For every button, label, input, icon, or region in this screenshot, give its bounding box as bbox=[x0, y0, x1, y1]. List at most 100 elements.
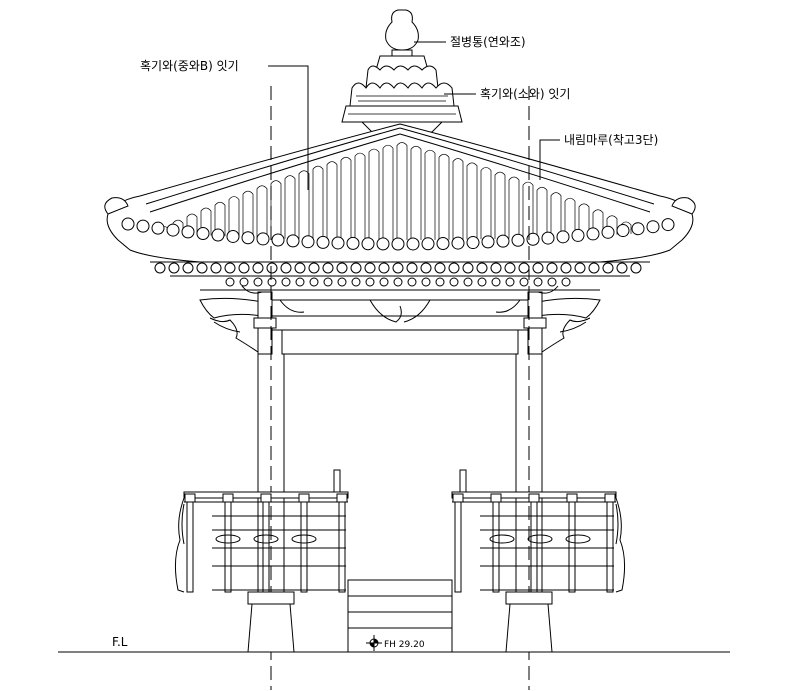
right-bracket bbox=[523, 291, 601, 355]
eave-tile-end bbox=[451, 236, 465, 250]
railing-baluster-cap bbox=[184, 493, 196, 503]
eave-tile-end bbox=[121, 217, 135, 231]
rafter-end bbox=[182, 262, 194, 274]
roof-tile-row bbox=[564, 197, 576, 237]
eave-tile-end bbox=[571, 228, 585, 242]
rafter-end bbox=[476, 262, 488, 274]
railing-panel-oval bbox=[489, 534, 515, 544]
railing-baluster-cap bbox=[222, 493, 234, 503]
roof-tile-row bbox=[508, 176, 520, 239]
purlin-end bbox=[323, 277, 333, 287]
rafter-end bbox=[252, 262, 264, 274]
eave-tile-end bbox=[466, 236, 480, 250]
roof-tile-row bbox=[340, 156, 352, 240]
label-ridge-tile-middle: 혹기와(중와B) 잇기 bbox=[140, 59, 239, 73]
hip-ridge-right-inner bbox=[399, 133, 651, 213]
rafter-end bbox=[518, 262, 530, 274]
roof-tile-row bbox=[354, 152, 366, 240]
rafter-end bbox=[462, 262, 474, 274]
rafter-end bbox=[336, 262, 348, 274]
roof-tile-row bbox=[522, 181, 534, 239]
roof-tile-row bbox=[438, 153, 450, 240]
rafter-end bbox=[392, 262, 404, 274]
railing-end-curve bbox=[615, 497, 626, 593]
eave-tile-end bbox=[166, 223, 180, 237]
rafter-end bbox=[364, 262, 376, 274]
eave-tile-end bbox=[556, 230, 570, 244]
roof-tile-row bbox=[172, 219, 184, 235]
roof-tile-row bbox=[410, 145, 422, 240]
eave-tile-end bbox=[316, 235, 330, 249]
eave-tile-end bbox=[361, 237, 375, 251]
rafter-end bbox=[196, 262, 208, 274]
eave-tile-end bbox=[286, 234, 300, 248]
finial bbox=[375, 9, 429, 71]
eave-tile-end bbox=[181, 225, 195, 239]
left-bracket bbox=[199, 291, 277, 355]
right-column bbox=[515, 354, 543, 592]
purlin-end bbox=[477, 277, 487, 287]
rafter-end bbox=[154, 262, 166, 274]
hip-ridge-right bbox=[399, 127, 655, 205]
roof-tile-row bbox=[368, 148, 380, 240]
railing-baluster-cap bbox=[452, 493, 464, 503]
hip-ridge-left bbox=[145, 127, 401, 205]
railing-baluster-cap bbox=[298, 493, 310, 503]
eave-tile-end bbox=[541, 231, 555, 245]
eave-tile-end bbox=[631, 222, 645, 236]
eave-tile-end bbox=[526, 232, 540, 246]
roof-tile-row bbox=[396, 142, 408, 240]
floor-height-marker: FH 29.20 bbox=[366, 635, 425, 651]
roof-tile-row bbox=[382, 144, 394, 240]
eave-tile-end bbox=[661, 218, 675, 232]
eave-tile-end bbox=[646, 220, 660, 234]
railing-panel-oval bbox=[253, 534, 279, 544]
eave-tile-end bbox=[601, 225, 615, 239]
roof bbox=[104, 123, 696, 291]
right-plinth bbox=[505, 591, 553, 653]
purlin-end bbox=[463, 277, 473, 287]
eave-tile-end bbox=[271, 233, 285, 247]
roof-tile-row bbox=[592, 209, 604, 236]
roof-tile-row bbox=[186, 213, 198, 235]
purlin-end bbox=[421, 277, 431, 287]
roof-tile-row bbox=[466, 162, 478, 240]
railing-baluster-cap bbox=[490, 493, 502, 503]
rafter-end bbox=[560, 262, 572, 274]
purlin-end bbox=[309, 277, 319, 287]
eave-tile-end bbox=[391, 237, 405, 251]
eave-tile-end bbox=[346, 236, 360, 250]
roof-tile-row bbox=[214, 201, 226, 237]
left-eave-tip bbox=[104, 197, 129, 215]
roof-tile-row bbox=[298, 170, 310, 239]
label-finial: 절병통(연와조) bbox=[450, 35, 526, 49]
eave-tile-end bbox=[496, 234, 510, 248]
purlin-end bbox=[337, 277, 347, 287]
purlin-end bbox=[519, 277, 529, 287]
eave-tile-end bbox=[226, 229, 240, 243]
roof-tile-row bbox=[480, 167, 492, 240]
roof-tile-row bbox=[452, 158, 464, 240]
rafter-end bbox=[238, 262, 250, 274]
roof-tile-row bbox=[536, 186, 548, 238]
lotus-cap bbox=[341, 65, 463, 133]
eave-tile-end bbox=[301, 235, 315, 249]
roof-tile-row bbox=[326, 161, 338, 240]
rafter-end bbox=[266, 262, 278, 274]
rafter-end bbox=[280, 262, 292, 274]
label-floor-height: FH 29.20 bbox=[384, 640, 425, 650]
label-ridge-tile-small: 혹기와(소와) 잇기 bbox=[480, 87, 570, 101]
rafter-end bbox=[210, 262, 222, 274]
rafter-end bbox=[294, 262, 306, 274]
railing-baluster-cap bbox=[336, 493, 348, 503]
purlin-end bbox=[281, 277, 291, 287]
center-bracket-ornaments bbox=[241, 285, 559, 323]
rafter-end bbox=[420, 262, 432, 274]
roof-tile-row bbox=[284, 175, 296, 239]
lintel-beam bbox=[261, 299, 543, 355]
eave-tile-end bbox=[256, 232, 270, 246]
eave-tile-end bbox=[586, 227, 600, 241]
railing-end-posts bbox=[333, 469, 467, 493]
eave-tile-end bbox=[406, 237, 420, 251]
eave-tile-end bbox=[211, 228, 225, 242]
